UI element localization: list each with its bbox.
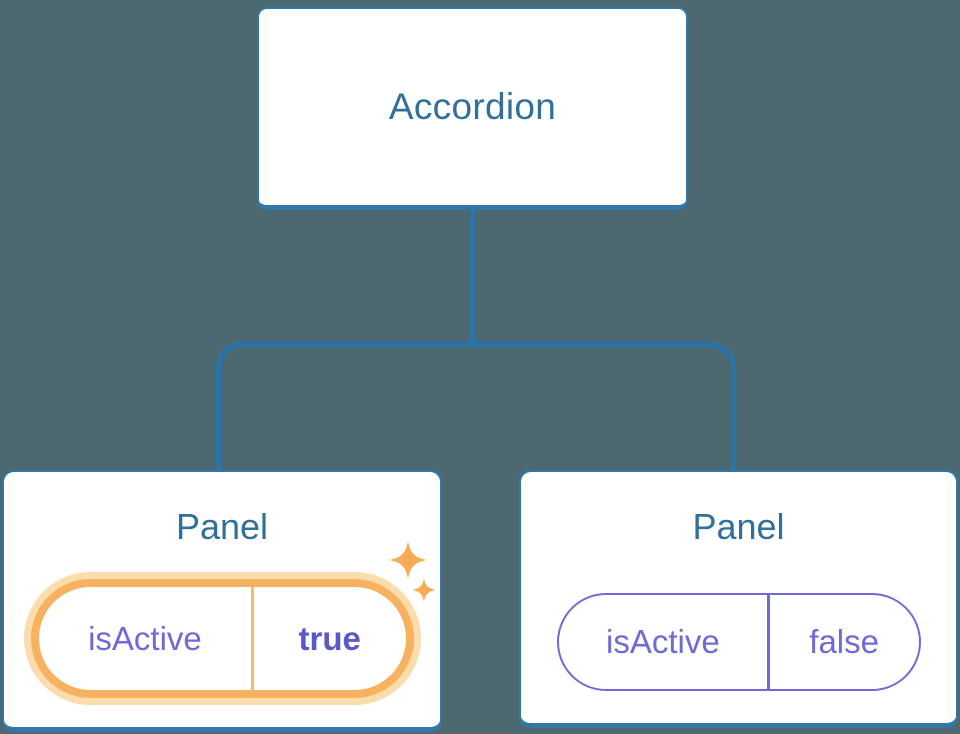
panel-title: Panel — [692, 506, 785, 547]
state-pill-inactive: isActive false — [556, 593, 921, 691]
panel-title: Panel — [175, 506, 269, 547]
tree-stem-line — [470, 208, 475, 344]
panel-node-inactive: Panel isActive false — [519, 470, 958, 728]
panel-node-active: Panel isActive true — [2, 470, 442, 732]
prop-value-label: true — [298, 619, 361, 657]
pill-divider — [767, 595, 770, 689]
tree-branch-bracket — [216, 342, 736, 476]
state-pill-active: isActive true — [30, 579, 414, 698]
accordion-node: Accordion — [257, 7, 688, 210]
prop-name-label: isActive — [88, 619, 202, 657]
prop-name-label: isActive — [606, 623, 720, 660]
sparkles-icon — [389, 541, 436, 602]
accordion-label: Accordion — [388, 86, 557, 127]
pill-divider — [251, 587, 254, 690]
prop-value-label: false — [809, 623, 879, 660]
